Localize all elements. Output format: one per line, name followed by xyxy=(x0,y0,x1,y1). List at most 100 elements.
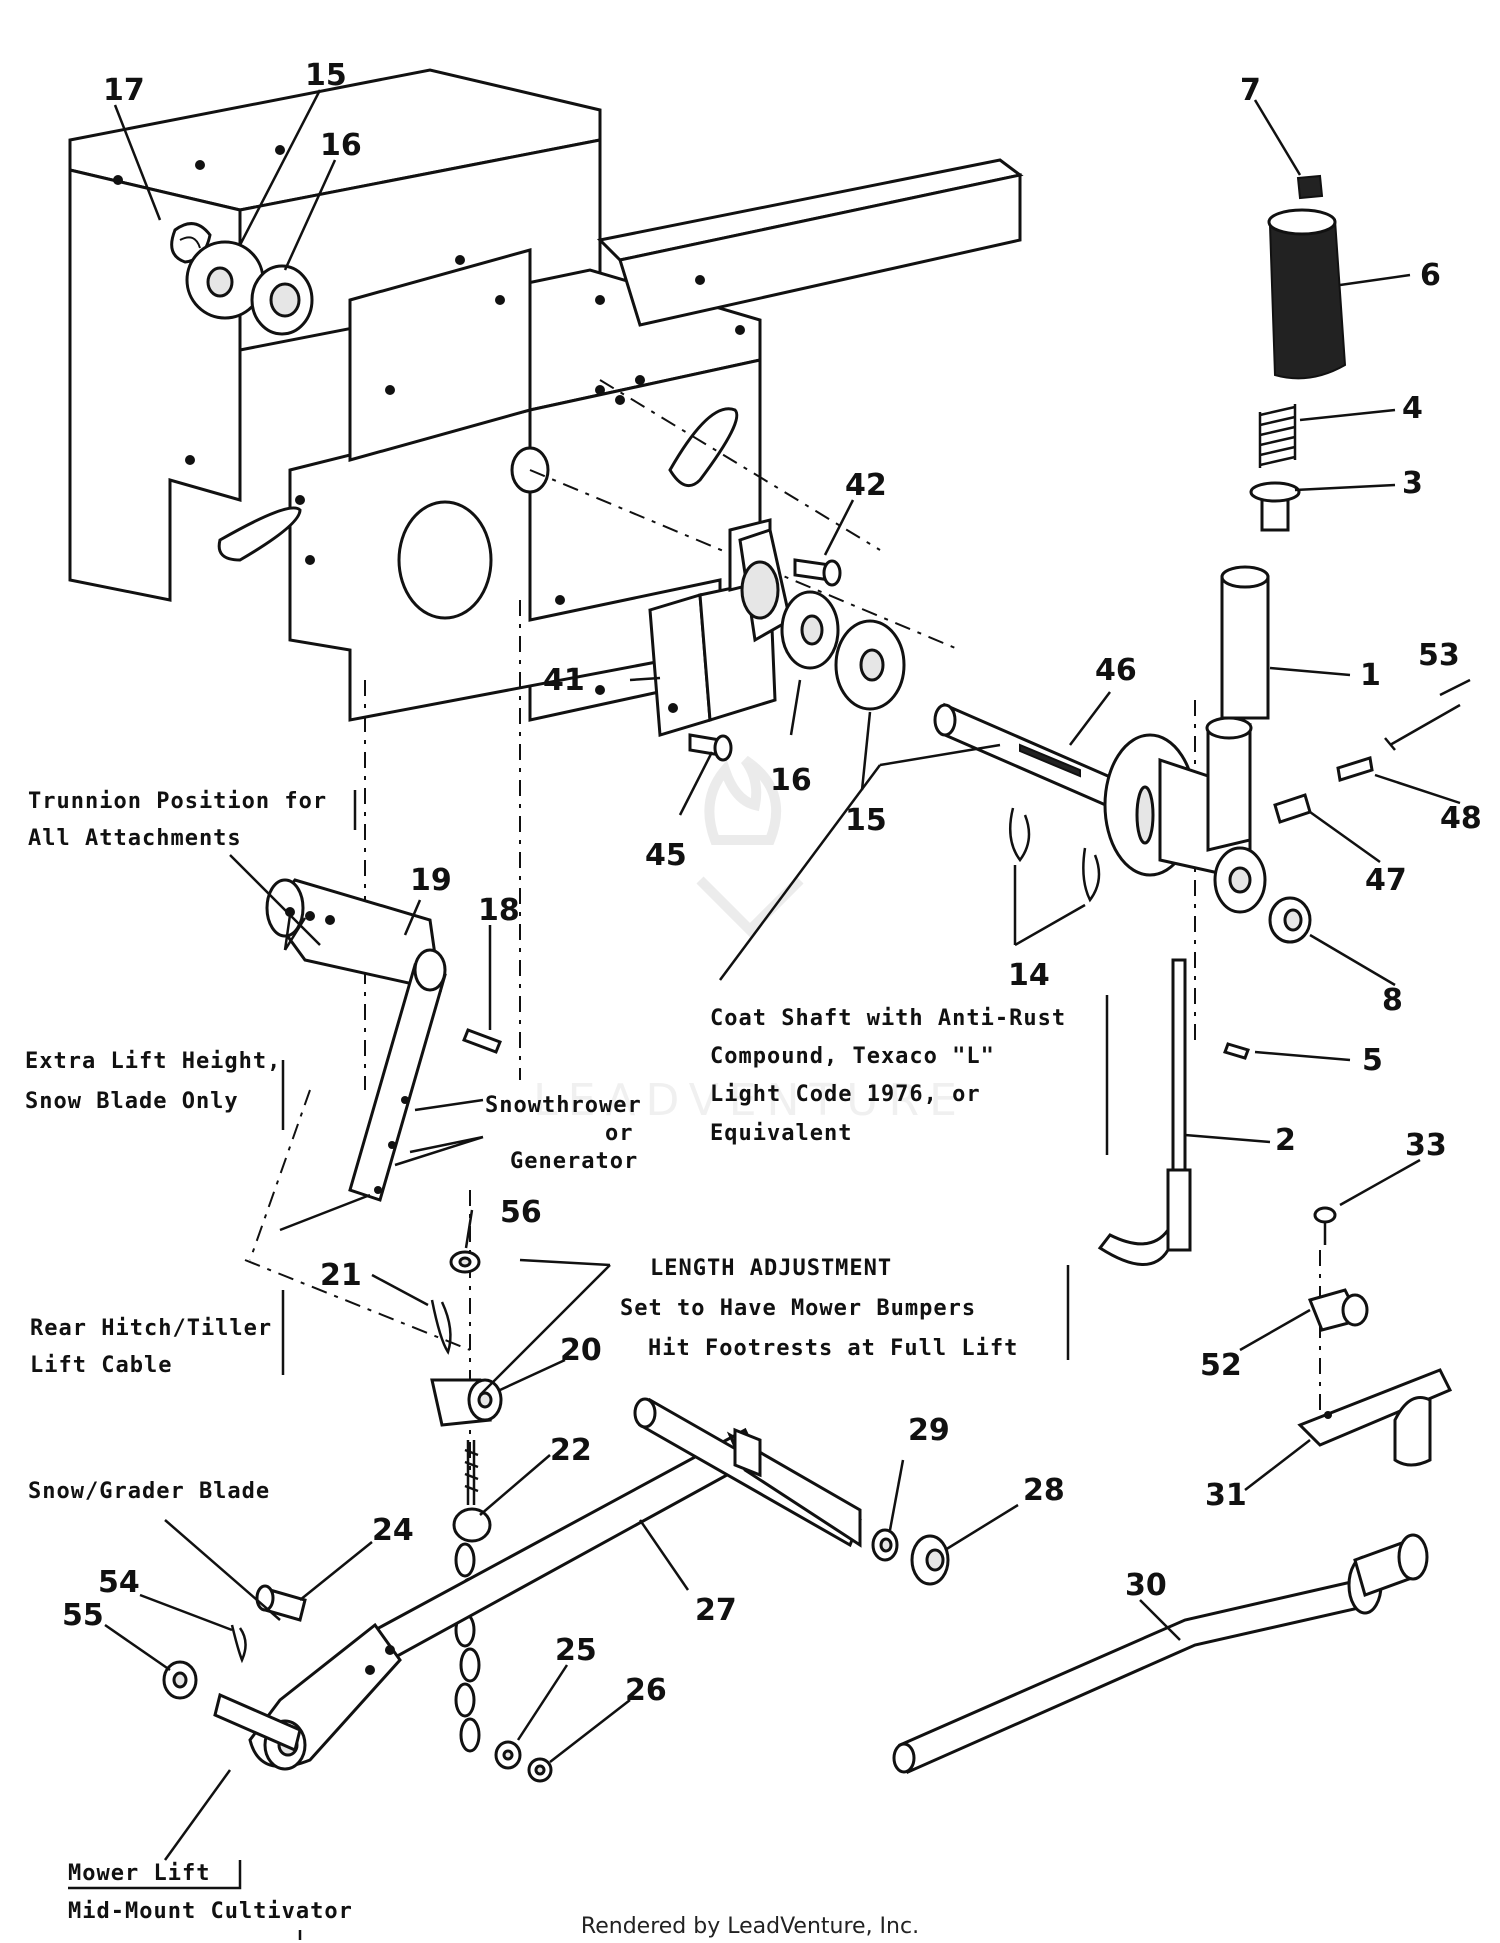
callout-56: 56 xyxy=(500,1195,542,1230)
note-leaders xyxy=(163,743,1109,1940)
part-14-hairpins xyxy=(1008,807,1101,903)
part-2-rod xyxy=(1097,958,1192,1266)
part-25-washer xyxy=(494,1740,522,1770)
part-33-screw xyxy=(1313,1206,1337,1245)
callout-22: 22 xyxy=(550,1433,592,1468)
callout-54: 54 xyxy=(98,1565,140,1600)
note-extra-lift-line1: Extra Lift Height, xyxy=(25,1049,281,1074)
callout-46: 46 xyxy=(1095,653,1137,688)
part-30-bar xyxy=(892,1533,1429,1775)
part-19-trunnion xyxy=(265,878,447,1202)
callout-2: 2 xyxy=(1275,1123,1296,1158)
note-coat-shaft-line1: Coat Shaft with Anti-Rust xyxy=(710,1006,1066,1031)
part-5-pin xyxy=(1223,1042,1250,1060)
callout-16b: 16 xyxy=(770,763,812,798)
part-6-grip xyxy=(1267,208,1347,380)
note-trunnion-line2: All Attachments xyxy=(28,826,242,851)
part-8-nut xyxy=(1268,896,1312,944)
callout-24: 24 xyxy=(372,1513,414,1548)
note-coat-shaft-line3: Light Code 1976, or xyxy=(710,1082,981,1107)
callout-48: 48 xyxy=(1440,801,1482,836)
callout-47: 47 xyxy=(1365,863,1407,898)
part-16-washer-center xyxy=(780,590,840,670)
callout-numbers: 17 15 16 7 6 4 3 42 1 53 41 16 15 46 48 … xyxy=(62,58,1482,1708)
dashed-guides xyxy=(244,379,1321,1470)
part-27-rockshaft xyxy=(213,1397,862,1771)
part-4-spring xyxy=(1258,404,1297,468)
callout-55: 55 xyxy=(62,1598,104,1633)
part-28-bushing xyxy=(910,1534,950,1586)
note-mower-lift-line2: Mid-Mount Cultivator xyxy=(68,1899,353,1924)
callout-30: 30 xyxy=(1125,1568,1167,1603)
callout-18: 18 xyxy=(478,893,520,928)
note-snowthrower-line1: Snowthrower xyxy=(485,1093,642,1118)
callout-17: 17 xyxy=(103,73,145,108)
part-48-pin xyxy=(1336,756,1374,782)
callout-45: 45 xyxy=(645,838,687,873)
annotations: Trunnion Position for All Attachments Ex… xyxy=(25,789,1066,1924)
part-7-cap xyxy=(1296,174,1324,200)
part-24-bolt xyxy=(255,1584,307,1622)
callout-42: 42 xyxy=(845,468,887,503)
part-20-swivel xyxy=(430,1378,503,1427)
part-45-bolt xyxy=(688,733,733,762)
callout-15b: 15 xyxy=(845,803,887,838)
part-41-bracket xyxy=(648,518,792,737)
part-16-bushing xyxy=(250,264,314,336)
callout-31: 31 xyxy=(1205,1478,1247,1513)
part-26-nut xyxy=(527,1757,553,1783)
callout-28: 28 xyxy=(1023,1473,1065,1508)
callout-8: 8 xyxy=(1382,983,1403,1018)
callout-1: 1 xyxy=(1360,658,1381,693)
frame-assembly xyxy=(68,68,1024,722)
part-42-bolt xyxy=(793,558,842,587)
note-extra-lift-line2: Snow Blade Only xyxy=(25,1089,239,1114)
lift-lever-body xyxy=(1103,716,1267,914)
part-15-washer-center xyxy=(834,619,906,711)
callout-leaders xyxy=(104,89,1471,1763)
part-54-pin xyxy=(230,1624,247,1664)
note-rear-hitch-line2: Lift Cable xyxy=(30,1353,172,1378)
callout-7: 7 xyxy=(1240,73,1261,108)
callout-25: 25 xyxy=(555,1633,597,1668)
callout-19: 19 xyxy=(410,863,452,898)
note-length-adj-line2: Set to Have Mower Bumpers xyxy=(620,1296,976,1321)
part-47-pin xyxy=(1273,793,1312,824)
watermark-text: LEADVENTURE xyxy=(533,1075,967,1126)
note-length-adj-line1: LENGTH ADJUSTMENT xyxy=(650,1256,892,1281)
callout-6: 6 xyxy=(1420,258,1441,293)
callout-20: 20 xyxy=(560,1333,602,1368)
callout-21: 21 xyxy=(320,1258,362,1293)
note-coat-shaft-line4: Equivalent xyxy=(710,1121,852,1146)
callout-4: 4 xyxy=(1402,391,1423,426)
note-rear-hitch-line1: Rear Hitch/Tiller xyxy=(30,1316,272,1341)
callout-5: 5 xyxy=(1362,1043,1383,1078)
part-31-bracket xyxy=(1297,1368,1453,1467)
callout-41: 41 xyxy=(543,663,585,698)
note-coat-shaft-line2: Compound, Texaco "L" xyxy=(710,1044,995,1069)
note-mower-lift-line1: Mower Lift xyxy=(68,1861,210,1886)
part-21-pin xyxy=(430,1299,452,1355)
callout-27: 27 xyxy=(695,1593,737,1628)
callout-53: 53 xyxy=(1418,638,1460,673)
part-18-pin xyxy=(462,1028,502,1054)
callout-29: 29 xyxy=(908,1413,950,1448)
part-52-clamp xyxy=(1307,1288,1369,1332)
callout-26: 26 xyxy=(625,1673,667,1708)
leadventure-watermark: LEADVENTURE xyxy=(533,755,967,1126)
credit-text: Rendered by LeadVenture, Inc. xyxy=(581,1914,919,1939)
callout-16: 16 xyxy=(320,128,362,163)
callout-3: 3 xyxy=(1402,466,1423,501)
part-56-nut xyxy=(449,1250,481,1274)
part-53-pin xyxy=(1384,703,1461,751)
callout-15: 15 xyxy=(305,58,347,93)
part-1-tube xyxy=(1220,565,1270,720)
part-3-bushing xyxy=(1249,481,1301,532)
part-55-washer xyxy=(162,1660,198,1700)
note-snowthrower-line3: Generator xyxy=(510,1149,638,1174)
callout-52: 52 xyxy=(1200,1348,1242,1383)
note-trunnion-line1: Trunnion Position for xyxy=(28,789,327,814)
part-29-washer xyxy=(871,1528,899,1562)
note-snowthrower-line2: or xyxy=(605,1121,634,1146)
